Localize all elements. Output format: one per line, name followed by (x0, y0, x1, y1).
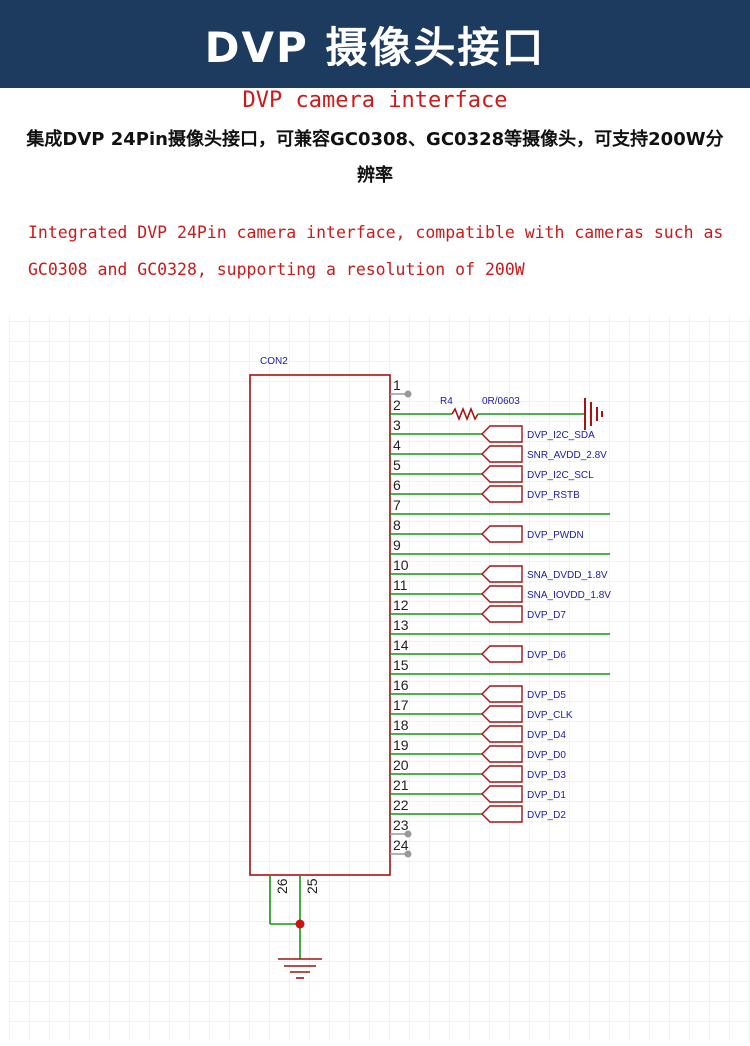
pin-number-14: 14 (393, 637, 409, 653)
net-flag (481, 785, 523, 803)
pin-number-9: 9 (393, 537, 401, 553)
pin-number-5: 5 (393, 457, 401, 473)
net-label: DVP_D3 (527, 770, 566, 781)
net-flag (481, 705, 523, 723)
net-flag (481, 605, 523, 623)
net-flag (481, 425, 523, 443)
connector-ref: CON2 (260, 356, 288, 367)
page-title: DVP 摄像头接口 (204, 22, 546, 72)
bottom-pin-25: 25 (304, 878, 320, 894)
junction-dot (295, 919, 305, 929)
resistor-ref: R4 (440, 396, 453, 407)
description-english: Integrated DVP 24Pin camera interface, c… (28, 223, 724, 279)
pin-number-10: 10 (393, 557, 409, 573)
net-label: DVP_D2 (527, 810, 566, 821)
net-label: SNR_AVDD_2.8V (527, 450, 607, 461)
net-flag (481, 645, 523, 663)
net-flag (481, 745, 523, 763)
header-banner: DVP 摄像头接口 (0, 0, 750, 88)
net-flag (481, 585, 523, 603)
pin-number-12: 12 (393, 597, 409, 613)
net-label: DVP_PWDN (527, 530, 584, 541)
pin-number-13: 13 (393, 617, 409, 633)
net-label: DVP_RSTB (527, 490, 580, 501)
net-flag (481, 685, 523, 703)
schematic-diagram: CON2 R4 0R/0603 26 25 123DVP_I2C_SDA4SNR… (9, 316, 750, 1041)
no-connect-dot (404, 850, 412, 858)
pin-number-23: 23 (393, 817, 409, 833)
pin-number-17: 17 (393, 697, 409, 713)
pin-number-7: 7 (393, 497, 401, 513)
grid-background (9, 316, 750, 1041)
pin-number-20: 20 (393, 757, 409, 773)
net-flag (481, 725, 523, 743)
net-label: DVP_D4 (527, 730, 566, 741)
net-flag (481, 465, 523, 483)
pin-number-2: 2 (393, 397, 401, 413)
pin-number-22: 22 (393, 797, 409, 813)
net-label: DVP_D6 (527, 650, 566, 661)
bottom-pin-26: 26 (274, 878, 290, 894)
net-flag (481, 485, 523, 503)
pin-number-8: 8 (393, 517, 401, 533)
pin-number-18: 18 (393, 717, 409, 733)
pin-number-1: 1 (393, 377, 401, 393)
net-label: DVP_D5 (527, 690, 566, 701)
description-chinese: 集成DVP 24Pin摄像头接口，可兼容GC0308、GC0328等摄像头，可支… (26, 129, 724, 186)
pin-number-16: 16 (393, 677, 409, 693)
net-label: DVP_I2C_SDA (527, 430, 595, 441)
bottom-ground-net (269, 875, 322, 979)
pin-number-6: 6 (393, 477, 401, 493)
net-label: DVP_D7 (527, 610, 566, 621)
ground-symbol-right (584, 398, 603, 430)
pin-number-4: 4 (393, 437, 401, 453)
resistor-r4: R4 0R/0603 (390, 396, 585, 422)
no-connect-dot (404, 830, 412, 838)
pin-number-15: 15 (393, 657, 409, 673)
pin-number-11: 11 (393, 577, 408, 593)
resistor-value: 0R/0603 (482, 396, 520, 407)
subtitle-english: DVP camera interface (242, 88, 508, 113)
connector-body (249, 374, 391, 876)
pin-number-21: 21 (393, 777, 409, 793)
pin-number-19: 19 (393, 737, 409, 753)
no-connect-dot (404, 390, 412, 398)
pin-number-3: 3 (393, 417, 401, 433)
net-label: SNA_DVDD_1.8V (527, 570, 608, 581)
net-flag (481, 445, 523, 463)
net-flag (481, 805, 523, 823)
net-label: DVP_D1 (527, 790, 566, 801)
net-flag (481, 765, 523, 783)
pin-layer: 123DVP_I2C_SDA4SNR_AVDD_2.8V5DVP_I2C_SCL… (390, 377, 611, 858)
pin-number-24: 24 (393, 837, 409, 853)
net-label: DVP_CLK (527, 710, 573, 721)
net-flag (481, 525, 523, 543)
net-label: DVP_D0 (527, 750, 566, 761)
net-label: DVP_I2C_SCL (527, 470, 594, 481)
net-flag (481, 565, 523, 583)
net-label: SNA_IOVDD_1.8V (527, 590, 611, 601)
